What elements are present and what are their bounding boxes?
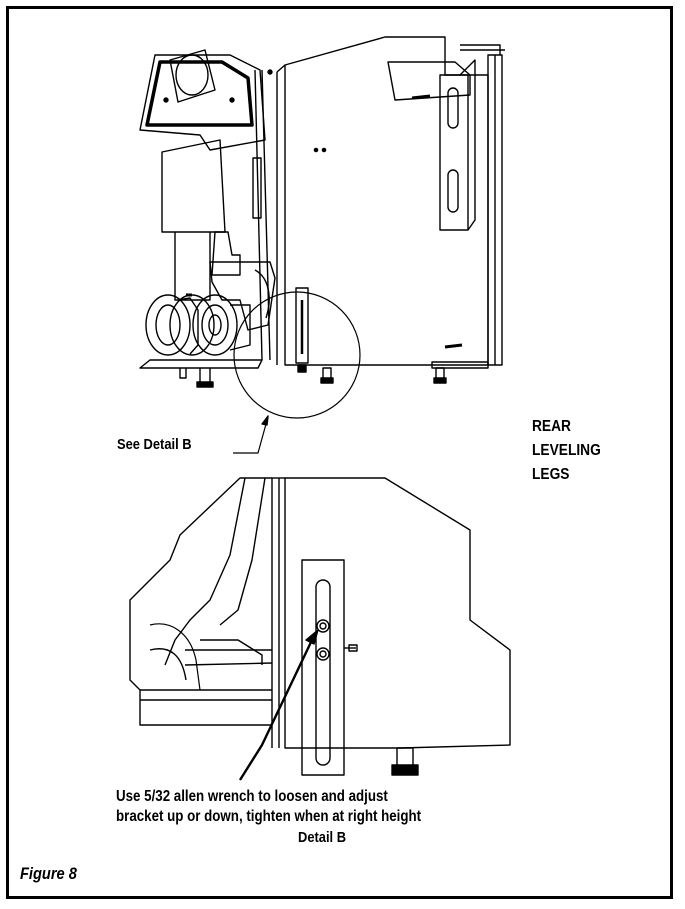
instruction-arrow bbox=[238, 639, 314, 781]
bracket-screw-top bbox=[316, 619, 330, 633]
detail-leveling-leg bbox=[396, 747, 414, 768]
rear-label-line: REAR bbox=[532, 418, 571, 435]
handle-bracket bbox=[439, 74, 469, 231]
exhaust-collar bbox=[169, 49, 216, 103]
detail-body-panel bbox=[284, 477, 511, 749]
rear-label-line: LEGS bbox=[532, 466, 570, 483]
instruction-line: bracket up or down, tighten when at righ… bbox=[116, 808, 422, 825]
rear-label-line: LEVELING bbox=[532, 442, 601, 459]
elbow-pipe bbox=[209, 261, 276, 331]
detail-caption: Detail B bbox=[298, 829, 347, 846]
rear-leveling-legs-label: REAR LEVELING LEGS bbox=[532, 415, 601, 487]
instruction-line: Use 5/32 allen wrench to loosen and adju… bbox=[116, 788, 388, 805]
base-plate bbox=[139, 359, 263, 369]
leveling-bracket bbox=[301, 559, 345, 776]
leveling-bracket-small bbox=[295, 287, 309, 364]
stove-side-view bbox=[139, 36, 505, 454]
base-rail bbox=[431, 361, 489, 369]
figure-frame bbox=[6, 6, 673, 899]
see-detail-label: See Detail B bbox=[117, 436, 192, 453]
adjustment-slot bbox=[315, 579, 331, 766]
figure-caption: Figure 8 bbox=[20, 864, 77, 883]
instruction-text: Use 5/32 allen wrench to loosen and adju… bbox=[116, 787, 421, 827]
detail-side-housing bbox=[129, 477, 272, 726]
blower-assembly bbox=[145, 294, 251, 356]
motor-box bbox=[161, 139, 226, 233]
hopper-lid bbox=[387, 61, 471, 101]
bracket-screw-bottom bbox=[316, 647, 330, 661]
detail-b-view bbox=[129, 477, 511, 781]
detail-b-callout-circle bbox=[233, 291, 361, 419]
